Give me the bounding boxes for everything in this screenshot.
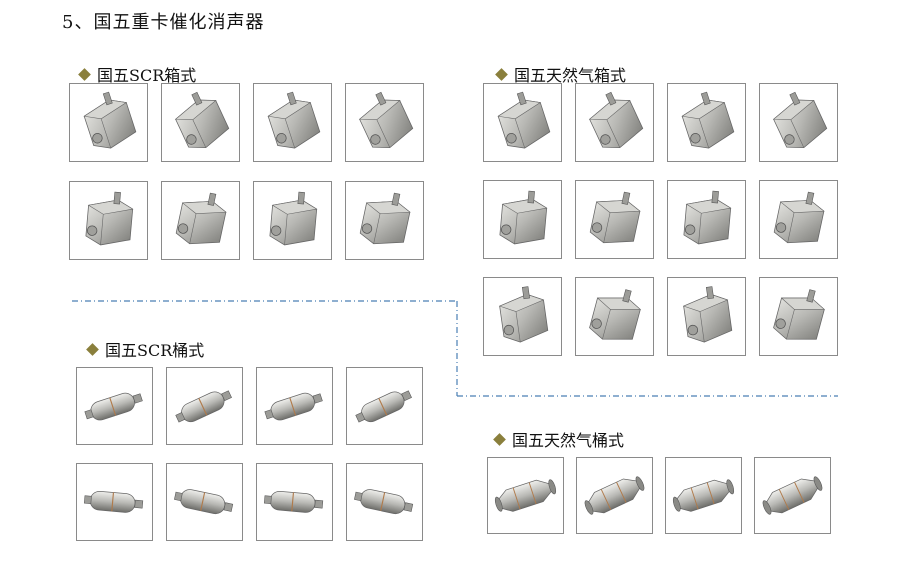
muffler-photo-icon xyxy=(263,490,324,513)
muffler-photo-icon xyxy=(681,91,735,149)
muffler-photo-icon xyxy=(264,392,323,421)
muffler-photo-icon xyxy=(588,91,644,149)
muffler-photo-icon xyxy=(175,390,232,423)
product-image-scr-barrel xyxy=(166,463,243,541)
product-image-cng-barrel xyxy=(665,457,742,534)
product-image-scr-barrel xyxy=(256,367,333,445)
product-image-cng-box xyxy=(575,277,654,356)
muffler-photo-icon xyxy=(762,476,823,515)
muffler-photo-icon xyxy=(84,392,143,421)
product-image-scr-barrel xyxy=(166,367,243,445)
product-image-scr-barrel xyxy=(76,463,153,541)
product-image-cng-box xyxy=(667,277,746,356)
product-image-scr-box xyxy=(345,83,424,162)
product-image-cng-box xyxy=(667,180,746,259)
product-image-scr-box xyxy=(253,181,332,260)
product-image-cng-barrel xyxy=(487,457,564,534)
section-title: 国五天然气桶式 xyxy=(512,431,625,450)
muffler-photo-icon xyxy=(85,191,134,246)
muffler-photo-icon xyxy=(174,91,230,149)
product-image-scr-box xyxy=(161,83,240,162)
section-heading-scr-box: 国五SCR箱式 xyxy=(78,62,197,86)
muffler-photo-icon xyxy=(497,91,551,149)
product-image-scr-box xyxy=(345,181,424,260)
product-image-cng-box xyxy=(483,180,562,259)
product-image-scr-barrel xyxy=(76,367,153,445)
muffler-photo-icon xyxy=(269,191,318,246)
muffler-photo-icon xyxy=(354,489,414,515)
muffler-photo-icon xyxy=(773,191,825,244)
muffler-photo-icon xyxy=(83,91,137,149)
product-image-cng-box xyxy=(667,83,746,162)
product-image-cng-box xyxy=(483,83,562,162)
section-heading-scr-barrel: 国五SCR桶式 xyxy=(86,337,205,361)
muffler-photo-icon xyxy=(683,190,732,245)
product-image-scr-barrel xyxy=(256,463,333,541)
muffler-photo-icon xyxy=(584,476,645,515)
muffler-photo-icon xyxy=(672,479,735,512)
muffler-photo-icon xyxy=(494,479,557,512)
muffler-photo-icon xyxy=(589,289,642,340)
muffler-photo-icon xyxy=(359,192,411,245)
product-image-cng-box xyxy=(759,277,838,356)
product-image-cng-box xyxy=(759,180,838,259)
product-image-cng-barrel xyxy=(754,457,831,534)
muffler-photo-icon xyxy=(499,190,548,245)
muffler-photo-icon xyxy=(355,390,412,423)
muffler-photo-icon xyxy=(175,192,227,245)
product-image-cng-box xyxy=(759,83,838,162)
product-image-scr-barrel xyxy=(346,367,423,445)
muffler-photo-icon xyxy=(498,286,549,343)
muffler-photo-icon xyxy=(174,489,234,515)
section-heading-cng-barrel: 国五天然气桶式 xyxy=(493,427,625,451)
page-title: 5、国五重卡催化消声器 xyxy=(62,12,265,33)
muffler-photo-icon xyxy=(589,191,641,244)
product-image-cng-box xyxy=(483,277,562,356)
section-title: 国五SCR箱式 xyxy=(97,66,197,85)
product-image-scr-barrel xyxy=(346,463,423,541)
muffler-photo-icon xyxy=(682,286,733,343)
muffler-photo-icon xyxy=(773,289,826,340)
section-title: 国五天然气箱式 xyxy=(514,66,627,85)
product-image-cng-barrel xyxy=(576,457,653,534)
section-title: 国五SCR桶式 xyxy=(105,341,205,360)
muffler-photo-icon xyxy=(267,91,321,149)
section-heading-cng-box: 国五天然气箱式 xyxy=(495,62,627,86)
product-image-scr-box xyxy=(253,83,332,162)
product-image-scr-box xyxy=(69,181,148,260)
product-image-cng-box xyxy=(575,180,654,259)
muffler-photo-icon xyxy=(358,91,414,149)
product-image-scr-box xyxy=(161,181,240,260)
muffler-photo-icon xyxy=(83,490,144,513)
product-image-scr-box xyxy=(69,83,148,162)
muffler-photo-icon xyxy=(772,91,828,149)
product-image-cng-box xyxy=(575,83,654,162)
